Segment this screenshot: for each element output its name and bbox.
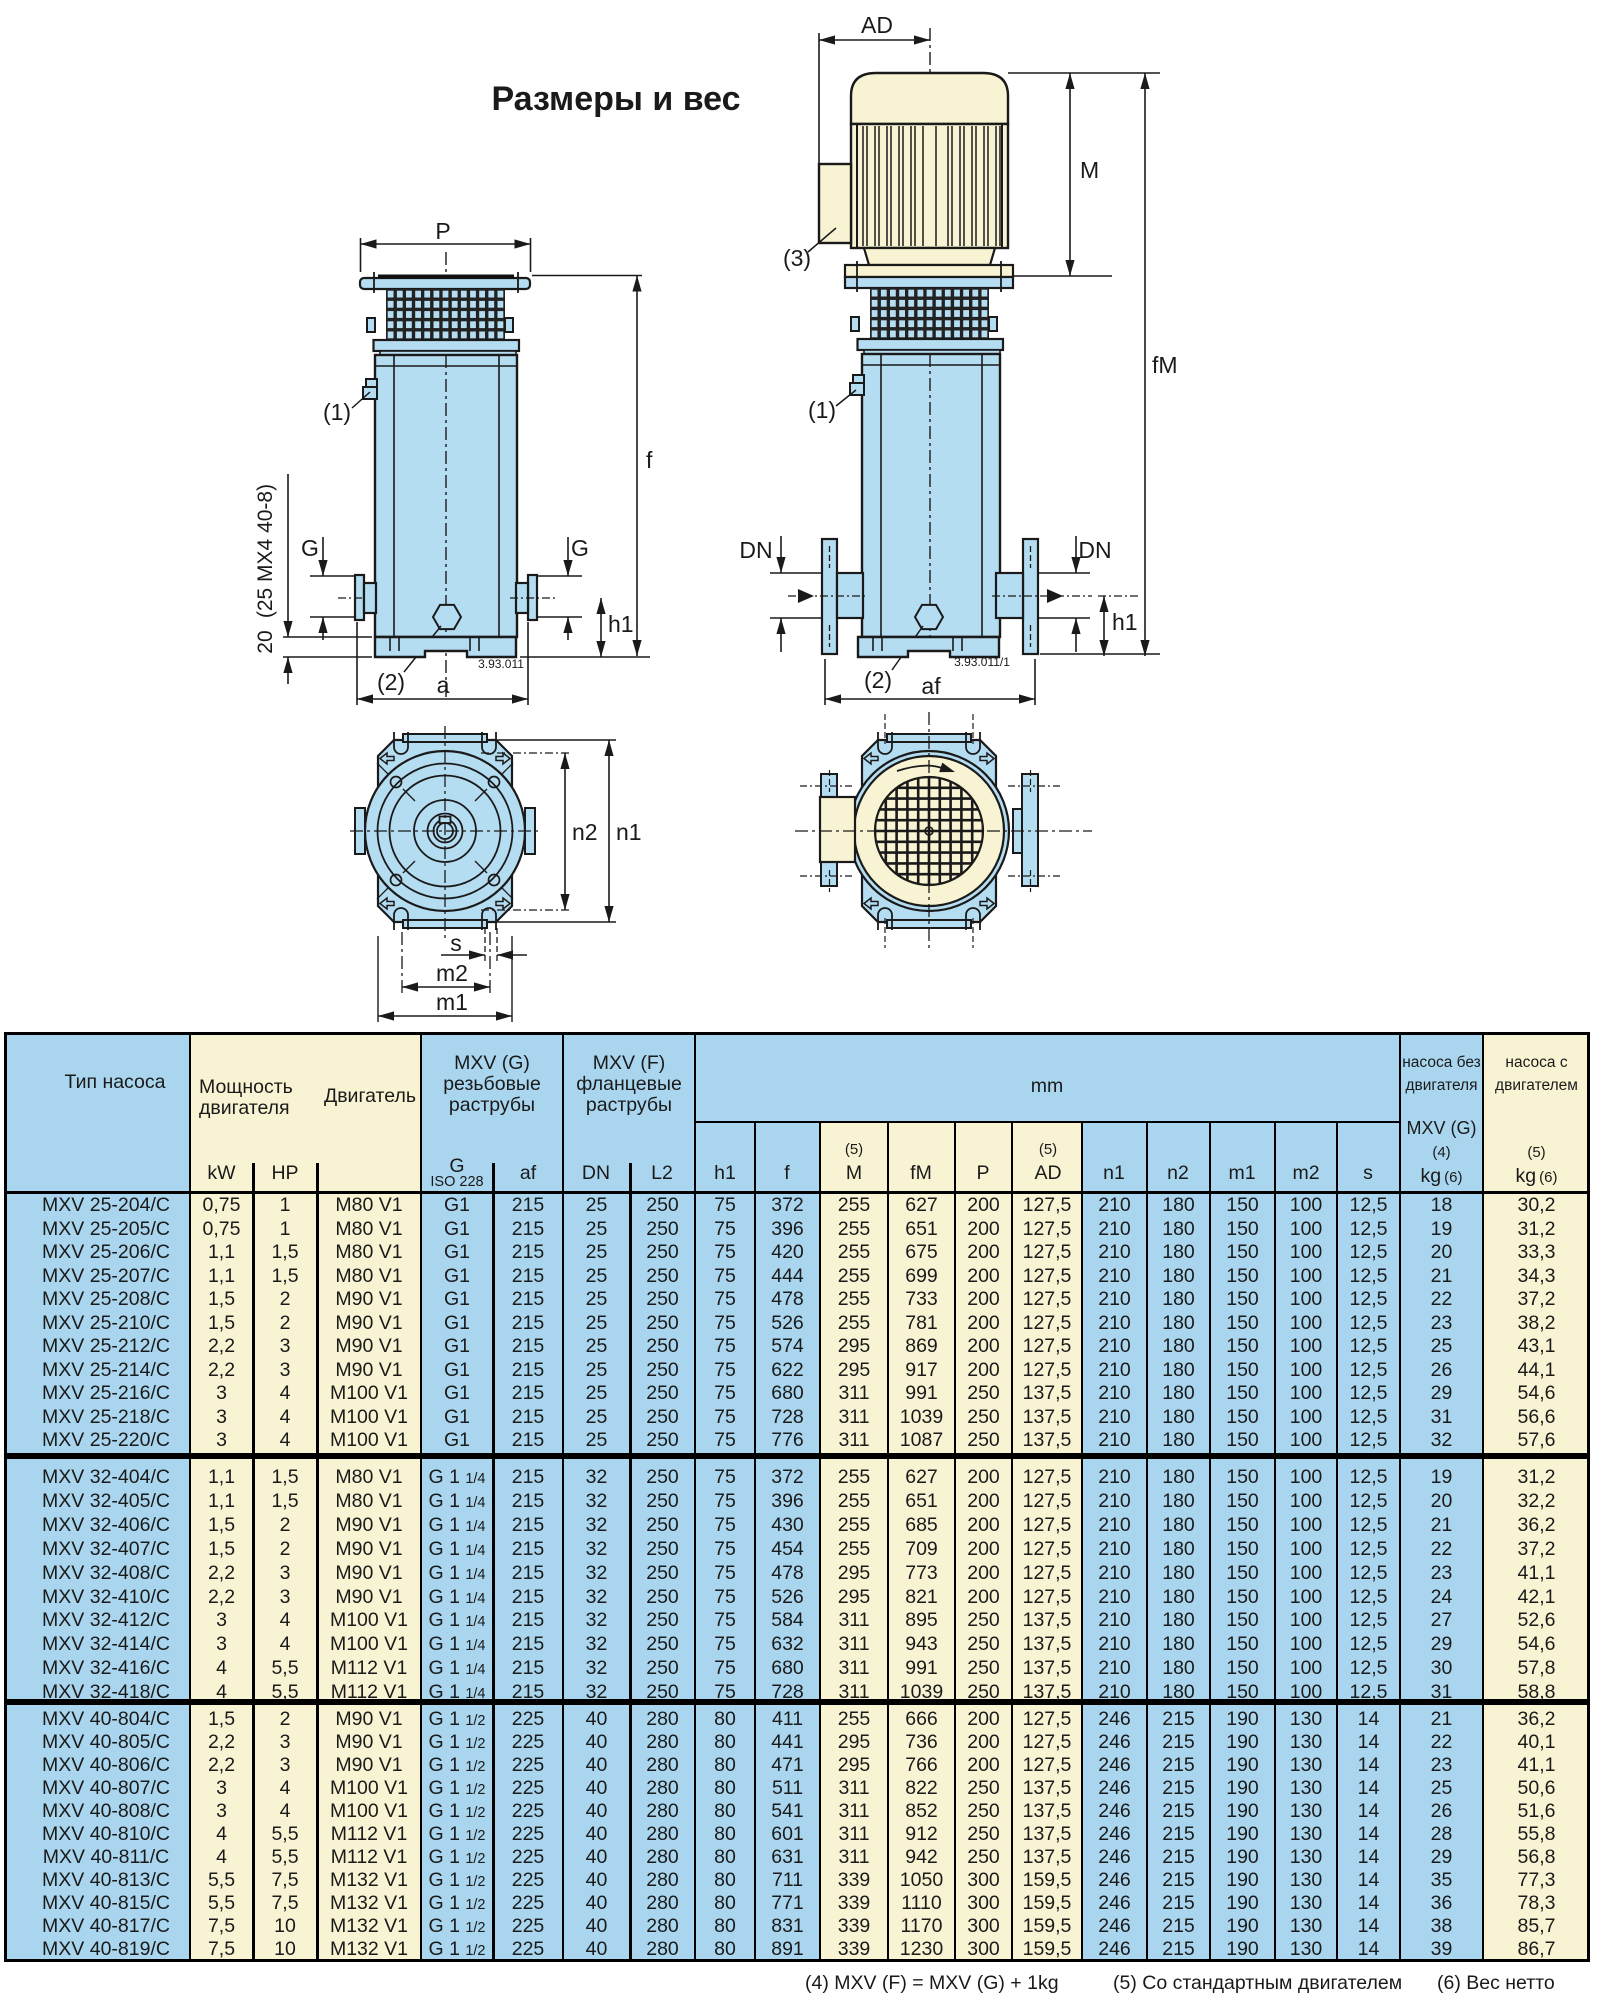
svg-text:n1: n1 <box>616 819 642 845</box>
svg-text:G: G <box>301 535 319 561</box>
svg-text:(25 MX4 40-8): (25 MX4 40-8) <box>254 484 277 618</box>
svg-text:DN: DN <box>1078 537 1111 563</box>
svg-text:m2: m2 <box>436 960 468 986</box>
svg-text:(2): (2) <box>864 667 892 693</box>
svg-text:(2): (2) <box>377 669 405 695</box>
svg-text:m1: m1 <box>436 989 468 1015</box>
svg-text:P: P <box>435 218 450 244</box>
svg-text:(3): (3) <box>783 245 811 271</box>
svg-text:20: 20 <box>254 630 277 653</box>
svg-text:G: G <box>571 535 589 561</box>
svg-text:fM: fM <box>1152 352 1178 378</box>
svg-text:h1: h1 <box>1112 609 1138 635</box>
svg-text:n2: n2 <box>572 819 598 845</box>
svg-text:(1): (1) <box>323 399 351 425</box>
svg-text:Размеры и вес: Размеры и вес <box>491 80 740 118</box>
svg-text:s: s <box>450 930 462 956</box>
svg-text:3.93.011/1: 3.93.011/1 <box>954 655 1010 669</box>
svg-text:DN: DN <box>739 537 772 563</box>
svg-text:AD: AD <box>861 12 893 38</box>
svg-text:a: a <box>437 672 450 698</box>
svg-text:f: f <box>646 447 653 473</box>
svg-text:af: af <box>921 673 941 699</box>
svg-text:(1): (1) <box>808 397 836 423</box>
svg-text:3.93.011: 3.93.011 <box>478 657 524 671</box>
svg-text:h1: h1 <box>608 611 634 637</box>
svg-text:M: M <box>1080 157 1099 183</box>
